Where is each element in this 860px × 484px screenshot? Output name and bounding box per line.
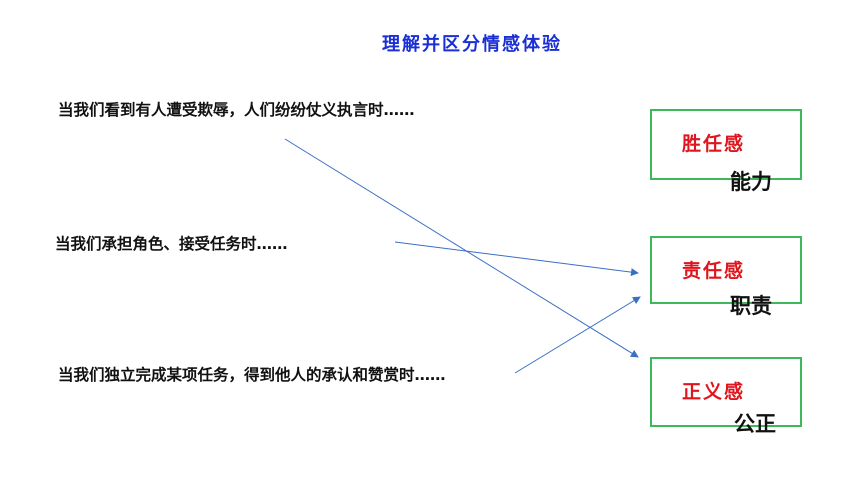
arrow-task-to-responsibility: [394, 241, 639, 277]
feeling-label-justice: 正义感: [682, 381, 746, 403]
feeling-label-competence: 胜任感: [682, 133, 746, 155]
feeling-box-competence: 胜任感: [650, 109, 802, 180]
page-title: 理解并区分情感体验: [382, 34, 562, 55]
keyword-ability: 能力: [730, 170, 772, 194]
feeling-box-justice: 正义感: [650, 357, 802, 427]
arrow-recognition-to-responsibility: [514, 296, 641, 374]
feeling-label-responsibility: 责任感: [682, 260, 746, 282]
keyword-fairness: 公正: [734, 412, 776, 436]
feeling-box-responsibility: 责任感: [650, 236, 802, 304]
situation-text-bullying: 当我们看到有人遭受欺辱，人们纷纷仗义执言时……: [58, 101, 415, 119]
situation-text-recognition: 当我们独立完成某项任务，得到他人的承认和赞赏时……: [58, 366, 446, 384]
situation-text-task: 当我们承担角色、接受任务时……: [55, 235, 288, 253]
keyword-duty: 职责: [730, 294, 772, 318]
